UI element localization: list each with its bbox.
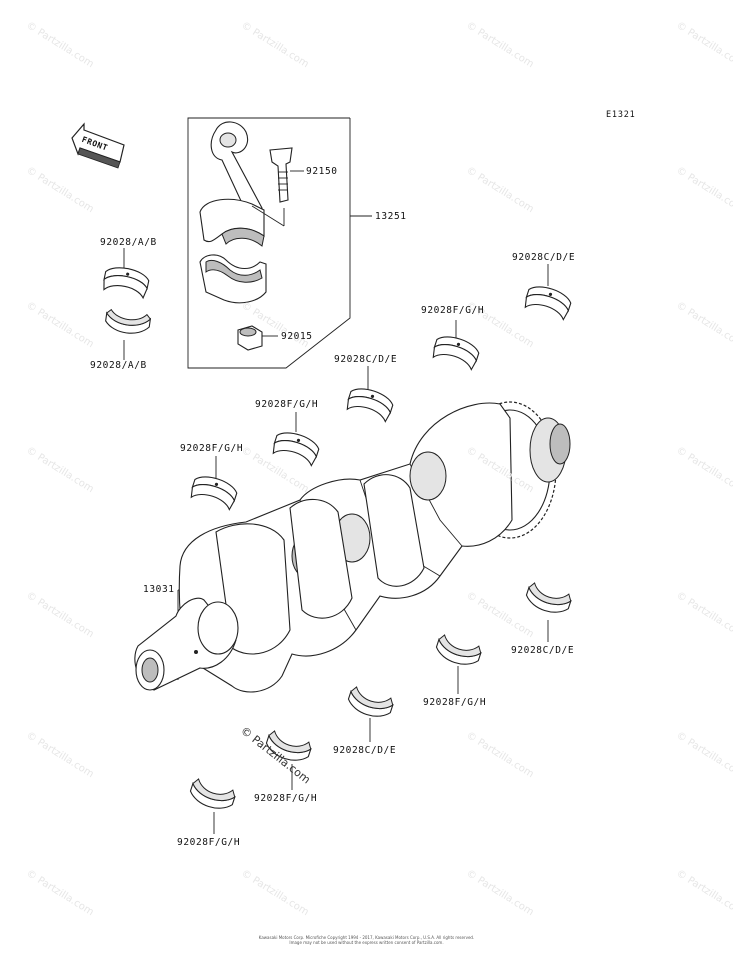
bearing-shell-cde-3 [525, 582, 572, 613]
part-label-92028ab-bottom[interactable]: 92028/A/B [90, 360, 147, 371]
part-label-92028fgh-3[interactable]: 92028F/G/H [180, 443, 244, 454]
bearing-shell-ab-upper [103, 267, 150, 300]
front-arrow-icon [71, 122, 125, 169]
rod-nut [237, 325, 263, 351]
bearing-shell-cde-2 [346, 388, 394, 423]
part-label-92028ab-top[interactable]: 92028/A/B [100, 237, 157, 248]
rod-bolt [269, 147, 293, 226]
part-label-92028cde-3[interactable]: 92028C/D/E [511, 645, 575, 656]
part-label-13251[interactable]: 13251 [375, 211, 407, 222]
bearing-shell-fgh-5 [265, 730, 312, 761]
bearing-shell-fgh-2 [272, 432, 320, 467]
crankshaft [134, 401, 571, 693]
footer-line-2: Image may not be used without the expres… [289, 940, 444, 945]
bearing-shell-fgh-1 [432, 336, 480, 371]
bearing-shell-cde-1 [524, 286, 572, 321]
connecting-rod [199, 121, 265, 247]
bearing-shell-fgh-4 [435, 634, 482, 665]
bearing-shell-ab-lower [105, 308, 152, 334]
part-label-13031[interactable]: 13031 [143, 584, 175, 595]
diagram-ref: E1321 [606, 110, 636, 120]
part-label-92150[interactable]: 92150 [306, 166, 338, 177]
conrod-group-box [187, 117, 351, 369]
footer-line-1: Kawasaki Motors Corp. Microfiche Copyrig… [258, 935, 475, 940]
part-label-92028fgh-4[interactable]: 92028F/G/H [423, 697, 487, 708]
part-label-92028cde-4[interactable]: 92028C/D/E [333, 745, 397, 756]
part-label-92015[interactable]: 92015 [281, 331, 313, 342]
part-label-92028fgh-1[interactable]: 92028F/G/H [421, 305, 485, 316]
part-label-92028cde-1[interactable]: 92028C/D/E [512, 252, 576, 263]
rod-cap [199, 254, 267, 304]
copyright-footer: Kawasaki Motors Corp. Microfiche Copyrig… [0, 935, 733, 945]
part-label-92028fgh-6[interactable]: 92028F/G/H [177, 837, 241, 848]
bearing-shell-fgh-3 [190, 476, 238, 511]
part-label-92028cde-2[interactable]: 92028C/D/E [334, 354, 398, 365]
part-label-92028fgh-5[interactable]: 92028F/G/H [254, 793, 318, 804]
bearing-shell-fgh-6 [189, 778, 236, 809]
part-label-92028fgh-2[interactable]: 92028F/G/H [255, 399, 319, 410]
bearing-shell-cde-4 [347, 686, 394, 717]
